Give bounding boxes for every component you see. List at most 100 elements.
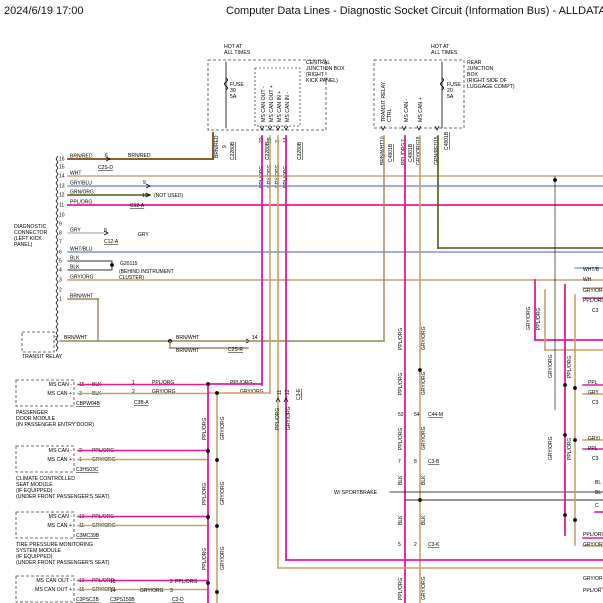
c44m-conn: C44-M — [428, 412, 443, 418]
diag-pin-number: 14 — [59, 174, 65, 180]
right-edge-label: GRY/ORG — [583, 542, 603, 548]
module-pin-label: MS CAN OUT + — [35, 587, 72, 593]
right-edge-label: GRY — [588, 390, 599, 396]
rear-pin-label: MS CAN + — [418, 97, 424, 122]
module-pin-label: MS CAN OUT - — [36, 578, 72, 584]
bus-wire-label: PPL/ORG — [202, 548, 208, 570]
diag-pin-number: 4 — [59, 268, 62, 274]
splice-dot — [215, 524, 219, 528]
diag-connector-c12a: C12-A — [104, 239, 119, 245]
module-pin-label: MS CAN - — [49, 514, 73, 520]
pdm-right-wire: GRY/ORG — [240, 389, 264, 395]
bus-wire-label: GRY/ORG — [220, 416, 226, 440]
m4-out-conn: C3-D — [172, 597, 184, 603]
connector-arrow — [380, 125, 386, 131]
connector-arrow — [416, 125, 422, 131]
blk-label: BLK — [398, 475, 404, 485]
connector-arrow — [401, 125, 407, 131]
mid-pin-number: 8 — [104, 228, 107, 234]
connector-arrow — [105, 156, 111, 162]
rear-connector: C4801B — [388, 143, 394, 162]
central-pin-label: MS CAN OUT + — [269, 85, 275, 122]
c3e-pin: 11 — [277, 390, 283, 395]
m4-mid-pin: 15 — [110, 579, 116, 585]
diag-pin-number: 13 — [59, 184, 65, 190]
diag-connector-c12a: C12-A — [130, 203, 145, 209]
connector-arrow — [145, 183, 151, 189]
rear-pin-label: TRANSIT RELAYCTRL — [381, 81, 393, 122]
splice-dot — [206, 515, 210, 519]
right-edge-label: PPL/ORG — [583, 532, 603, 538]
m4-out-wire: PPL/ORG — [175, 579, 197, 585]
bus-wire-label: GRY/ORG — [220, 481, 226, 505]
right-edge-label: PPL — [588, 380, 598, 386]
splice-dot — [206, 382, 210, 386]
pdm-out-conn: C3B-A — [134, 400, 149, 406]
rear-trunk-label: PPL/ORG — [398, 373, 404, 395]
c3e-conn: C3-E — [296, 388, 302, 400]
splice-dot — [206, 449, 210, 453]
central-can-pins — [254, 67, 301, 127]
rear-wire-label: GRY/ORG — [416, 141, 422, 165]
right-edge-label: C — [595, 503, 599, 509]
rear-connector: C4801B — [444, 131, 450, 150]
connector-arrow — [103, 230, 109, 236]
diag-wire-label: WHT — [70, 171, 81, 177]
m4-mid-conn: C3PS150B — [110, 597, 135, 603]
module-box-2 — [15, 511, 75, 539]
print-datetime: 2024/6/19 17:00 — [4, 5, 84, 17]
module-pin-label: MS CAN + — [47, 391, 72, 397]
diag-pin-number: 12 — [59, 193, 65, 199]
splice-dot — [206, 581, 210, 585]
right-edge-label: C3 — [592, 308, 599, 314]
blk-label: BLK — [421, 475, 427, 485]
diag-wire-label: WHT/BLU — [70, 247, 93, 253]
diag-connector-c2sd: C2S-D — [98, 165, 113, 171]
diag-wire-label: BLK — [70, 256, 80, 262]
rear-pin-number: 7 — [401, 139, 407, 142]
m4-out-wire: GRY/ORG — [140, 588, 164, 594]
diag-pin-number: 10 — [59, 213, 65, 219]
sportbrake-label: W/ SPORTBRAKE — [334, 490, 378, 496]
pdm-out-wire: PPL/ORG — [152, 380, 174, 386]
diag-pin-number: 9 — [59, 222, 62, 228]
diag-wire-label: PPL/ORG — [70, 200, 92, 206]
diag-pin-number: 6 — [59, 250, 62, 256]
diag-pin-number: 8 — [59, 231, 62, 237]
diag-pin-number: 16 — [59, 157, 65, 163]
right-edge-label: BL — [595, 480, 601, 486]
ground-point — [110, 263, 114, 267]
fuse-connector: C2280B — [230, 141, 236, 160]
module-connector: C3MC39B — [76, 533, 100, 539]
right-edge-label: WHT/B — [583, 267, 600, 273]
right-edge-label: GRY/ORG — [583, 288, 603, 294]
bus-wire-label: PPL/ORG — [202, 483, 208, 505]
c44m-pin: 53 — [398, 412, 404, 418]
splice-dot — [215, 458, 219, 462]
central-pin-label: MS CAN OUT - — [261, 86, 267, 122]
right-edge-label: WH — [583, 277, 592, 283]
splice-dot — [573, 438, 577, 442]
pdm-out-pin: 1 — [132, 380, 135, 386]
diag-pin-number: 5 — [59, 259, 62, 265]
right-edge-label: BL — [595, 490, 601, 496]
transit-relay-wire-label: BRN/WHT — [64, 335, 87, 341]
c3k-pin: 5 — [398, 542, 401, 548]
transit-relay-box — [21, 331, 55, 353]
relay-wire-right: BRN/WHT — [176, 335, 199, 341]
rear-trunk-label: PPL/ORG — [398, 328, 404, 350]
module-connector: C3PSC2B — [76, 597, 99, 603]
splice-dot — [215, 590, 219, 594]
rear-connector: C4801B — [408, 143, 414, 162]
bus-wire-label: GRY/ORG — [220, 546, 226, 570]
central-connector: C2280B — [297, 141, 303, 160]
mid-wire-label: BRN/RED — [128, 153, 151, 159]
connector-arrow — [275, 397, 281, 403]
splice-dot — [553, 178, 557, 182]
diag-wire-label: BRN/RED — [70, 154, 93, 160]
